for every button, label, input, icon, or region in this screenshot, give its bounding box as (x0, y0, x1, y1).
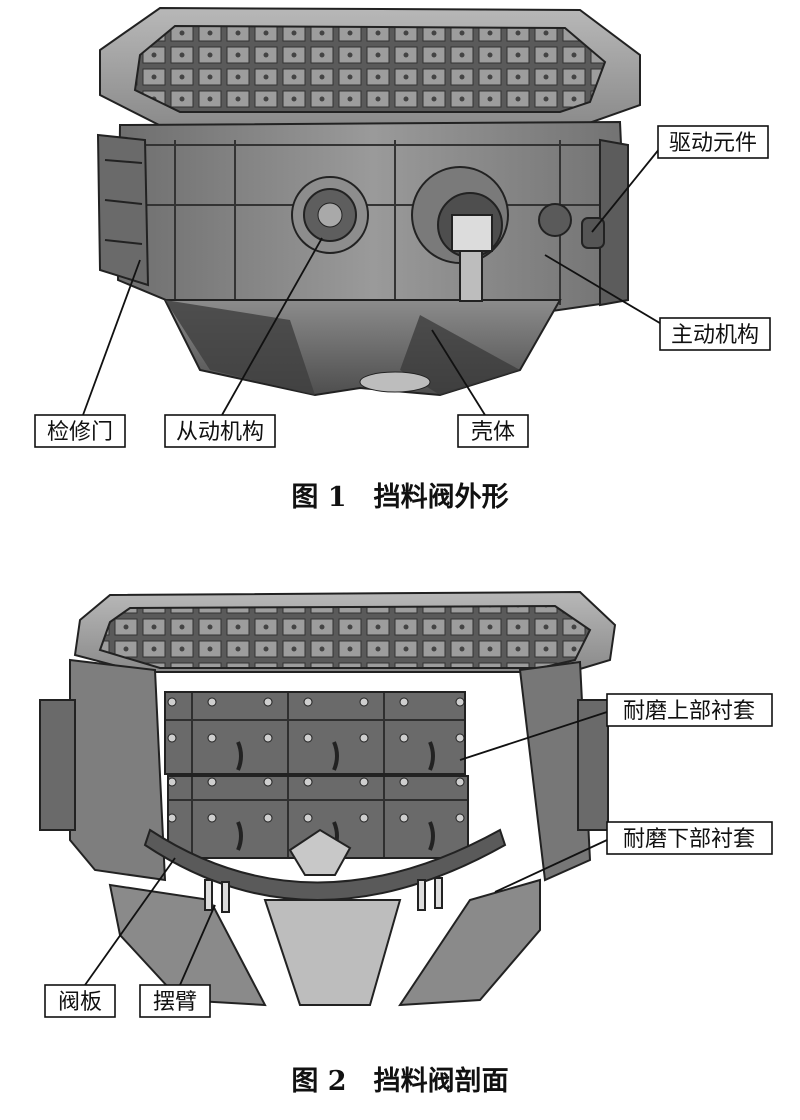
label-active-mechanism: 主动机构 (659, 317, 771, 351)
svg-text:驱动元件: 驱动元件 (669, 131, 757, 156)
inspection-door-shape (96, 133, 150, 287)
top-grid (133, 24, 607, 113)
figure2-leaders (84, 711, 608, 986)
svg-text:耐磨上部衬套: 耐磨上部衬套 (623, 699, 755, 724)
label-shell: 壳体 (457, 414, 529, 448)
upper-liner-shape (164, 691, 466, 775)
label-drive-element: 驱动元件 (657, 125, 769, 159)
figure1-valve-exterior (96, 6, 641, 397)
section-top-grid (98, 604, 592, 669)
svg-text:耐磨下部衬套: 耐磨下部衬套 (623, 827, 755, 852)
label-driven-mechanism: 从动机构 (164, 414, 276, 448)
label-valve-plate: 阀板 (44, 984, 116, 1018)
figure1-leaders (82, 147, 681, 416)
svg-text:主动机构: 主动机构 (671, 323, 759, 348)
right-frame (599, 138, 629, 307)
drive-element-shape (581, 217, 605, 249)
swing-arm-shape (204, 877, 443, 913)
figure2-caption: 图 2 挡料阀剖面 (291, 1065, 508, 1097)
label-upper-liner: 耐磨上部衬套 (606, 693, 773, 727)
driven-mechanism-shape (291, 176, 369, 254)
valve-plate-shape (143, 828, 507, 901)
svg-text:摆臂: 摆臂 (153, 990, 197, 1015)
figure2-valve-section (39, 590, 617, 1007)
label-swing-arm: 摆臂 (139, 984, 211, 1018)
label-lower-liner: 耐磨下部衬套 (606, 821, 773, 855)
active-mechanism-shape (411, 166, 572, 302)
figure1-caption: 图 1 挡料阀外形 (291, 482, 508, 513)
label-inspection-door: 检修门 (34, 414, 126, 448)
svg-text:壳体: 壳体 (471, 420, 515, 445)
svg-text:检修门: 检修门 (47, 420, 113, 445)
svg-text:阀板: 阀板 (58, 990, 102, 1015)
section-hopper (108, 883, 267, 1007)
svg-text:从动机构: 从动机构 (176, 420, 264, 445)
